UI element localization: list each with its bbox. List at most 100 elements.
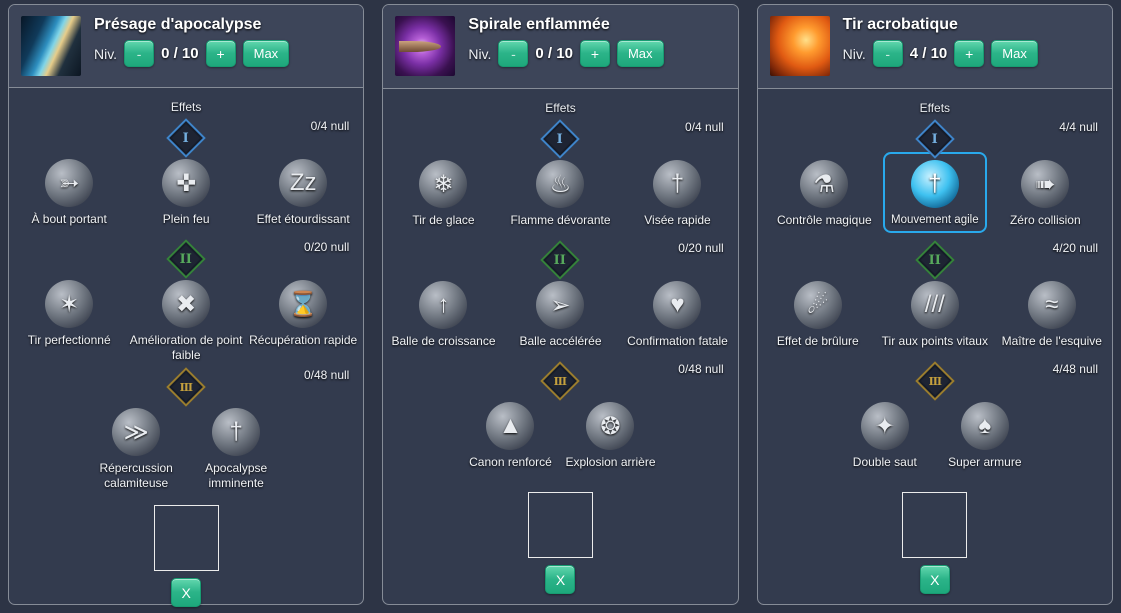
skill-tir-de-glace[interactable]: ❄ Tir de glace — [385, 160, 502, 228]
decrease-level-button[interactable]: - — [498, 40, 529, 67]
close-button[interactable]: X — [919, 565, 950, 594]
tier-1-count: 4/4 null — [1059, 120, 1098, 134]
sword-burst-icon: † — [212, 408, 261, 456]
tier-3-diamond-icon: III — [166, 367, 206, 407]
increase-level-button[interactable]: + — [205, 40, 236, 67]
tier-1-count: 0/4 null — [684, 120, 724, 134]
gun-icon: ➳ — [45, 159, 94, 207]
skill-tir-perfectionne[interactable]: ✶ Tir perfectionné — [11, 280, 128, 348]
tier-2-diamond-icon: II — [540, 240, 581, 280]
skill-maitre-de-l-esquive[interactable]: ≈ Maître de l'esquive — [993, 281, 1110, 349]
sunburst-icon: ❂ — [586, 402, 635, 450]
tier-2-count: 0/20 null — [678, 241, 724, 255]
skill-flamme-devorante[interactable]: ♨ Flamme dévorante — [502, 160, 619, 228]
increase-level-button[interactable]: + — [954, 40, 985, 67]
skill-visee-rapide[interactable]: † Visée rapide — [619, 160, 736, 228]
panel-title: Tir acrobatique — [842, 16, 958, 33]
panel-tir-acrobatique: Tir acrobatique Niv. - 4 / 10 + Max Effe… — [756, 4, 1113, 605]
tier-1-diamond-icon: I — [166, 118, 206, 158]
skill-label: À bout portant — [31, 212, 107, 226]
skill-controle-magique[interactable]: ⚗ Contrôle magique — [766, 160, 883, 228]
skill-recuperation-rapide[interactable]: ⌛ Récupération rapide — [245, 280, 362, 348]
triple-chevron-icon: ≫ — [112, 408, 161, 456]
skill-canon-renforce[interactable]: ▲ Canon renforcé — [460, 402, 560, 470]
tier-3-count: 0/48 null — [303, 368, 350, 382]
tier-2-header: II 4/20 null — [758, 239, 1112, 281]
level-controls: Niv. - 0 / 10 + Max — [468, 40, 664, 67]
level-label: Niv. — [468, 45, 492, 62]
skill-amelioration-point-faible[interactable]: ✖ Amélioration de point faible — [128, 280, 245, 363]
skill-repercussion-calamiteuse[interactable]: ≫ Répercussion calamiteuse — [86, 408, 186, 491]
tier-3-skills: ≫ Répercussion calamiteuse † Apocalypse … — [9, 408, 363, 491]
skill-label: Tir aux points vitaux — [881, 334, 988, 348]
armor-icon: ♠ — [960, 402, 1009, 450]
blade-fan-icon: ✶ — [45, 280, 94, 328]
drag-slot[interactable] — [527, 492, 593, 558]
skill-a-bout-portant[interactable]: ➳ À bout portant — [11, 159, 128, 227]
tier-1-diamond-icon: I — [540, 119, 581, 159]
skill-explosion-arriere[interactable]: ❂ Explosion arrière — [560, 402, 660, 470]
skill-label: Mouvement agile — [891, 214, 979, 226]
level-value: 0 / 10 — [161, 45, 199, 62]
tier-2-count: 0/20 null — [303, 240, 350, 254]
tier-3-diamond-icon: III — [915, 361, 955, 401]
skill-label: Explosion arrière — [565, 455, 656, 469]
effects-heading: Effets — [919, 101, 951, 115]
level-value: 4 / 10 — [909, 45, 948, 62]
tier-2-header: II 0/20 null — [383, 239, 737, 281]
skill-label: Récupération rapide — [249, 333, 358, 347]
star-burst-icon: ✦ — [860, 402, 909, 450]
crosshair-icon: ✜ — [162, 159, 211, 207]
decrease-level-button[interactable]: - — [124, 40, 155, 67]
shell-icon: ▲ — [486, 402, 535, 450]
skill-label: Balle accélérée — [519, 334, 602, 348]
close-button[interactable]: X — [545, 565, 576, 594]
tier-3-skills: ✦ Double saut ♠ Super armure — [758, 402, 1112, 478]
tier-1-skills: ❄ Tir de glace ♨ Flamme dévorante † Visé… — [383, 160, 737, 236]
skill-label: Répercussion calamiteuse — [99, 461, 173, 490]
tier-3-header: III 0/48 null — [9, 366, 363, 408]
skill-balle-acceleree[interactable]: ➢ Balle accélérée — [502, 281, 619, 349]
panel-spirale-enflammee: Spirale enflammée Niv. - 0 / 10 + Max Ef… — [382, 4, 739, 605]
growth-arrow-icon: ↑ — [419, 281, 468, 329]
skill-mouvement-agile-selected[interactable]: † Mouvement agile — [882, 152, 987, 234]
sleep-zzz-icon: Zz — [279, 159, 328, 207]
skill-effet-etourdissant[interactable]: Zz Effet étourdissant — [245, 159, 362, 227]
skill-confirmation-fatale[interactable]: ♥ Confirmation fatale — [619, 281, 736, 349]
skill-label: Amélioration de point faible — [129, 333, 243, 362]
hourglass-icon: ⌛ — [279, 280, 328, 328]
drag-slot[interactable] — [902, 492, 968, 558]
panel-title: Présage d'apocalypse — [94, 16, 262, 33]
close-button[interactable]: X — [171, 578, 202, 607]
tier-3-count: 4/48 null — [1052, 362, 1098, 376]
burning-head-icon: ☄ — [793, 281, 842, 329]
max-level-button[interactable]: Max — [616, 40, 664, 67]
skill-zero-collision[interactable]: ➠ Zéro collision — [987, 160, 1104, 228]
drag-slot[interactable] — [153, 505, 219, 571]
skill-tir-aux-points-vitaux[interactable]: /// Tir aux points vitaux — [876, 281, 993, 349]
skill-art-tir-acrobatique-icon — [769, 16, 830, 76]
skill-apocalypse-imminente[interactable]: † Apocalypse imminente — [186, 408, 286, 491]
effects-heading: Effets — [170, 100, 202, 114]
skill-balle-de-croissance[interactable]: ↑ Balle de croissance — [385, 281, 502, 349]
tier-2-skills: ↑ Balle de croissance ➢ Balle accélérée … — [383, 281, 737, 357]
max-level-button[interactable]: Max — [242, 40, 290, 67]
skill-label: Tir perfectionné — [27, 333, 111, 347]
skill-plein-feu[interactable]: ✜ Plein feu — [128, 159, 245, 227]
max-level-button[interactable]: Max — [991, 40, 1038, 67]
crossed-bandage-icon: ✖ — [162, 280, 211, 328]
increase-level-button[interactable]: + — [579, 40, 610, 67]
skill-label: Flamme dévorante — [510, 213, 611, 227]
skill-super-armure[interactable]: ♠ Super armure — [935, 402, 1035, 470]
skill-label: Contrôle magique — [776, 213, 872, 227]
decrease-level-button[interactable]: - — [872, 40, 903, 67]
tier-3-header: III 0/48 null — [383, 360, 737, 402]
skill-double-saut[interactable]: ✦ Double saut — [835, 402, 935, 470]
skill-label: Super armure — [948, 455, 1022, 469]
skill-art-spirale-icon — [395, 16, 456, 76]
skill-label: Visée rapide — [644, 213, 711, 227]
skill-effet-de-brulure[interactable]: ☄ Effet de brûlure — [759, 281, 876, 349]
tier-3-skills: ▲ Canon renforcé ❂ Explosion arrière — [383, 402, 737, 478]
tier-1-skills: ➳ À bout portant ✜ Plein feu Zz Effet ét… — [9, 159, 363, 235]
